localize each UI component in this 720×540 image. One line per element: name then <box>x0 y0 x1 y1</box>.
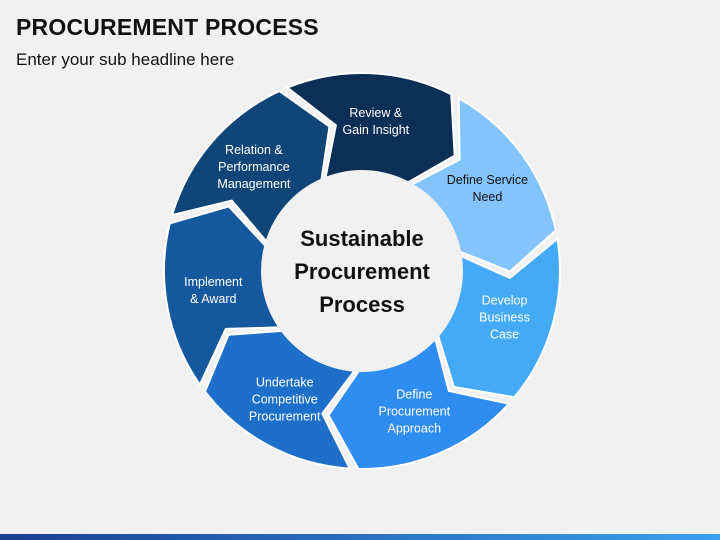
page-title: PROCUREMENT PROCESS <box>16 14 319 40</box>
page-subtitle: Enter your sub headline here <box>16 50 235 69</box>
bottom-accent-bar <box>0 534 720 540</box>
cycle-step-label-5: Implement& Award <box>184 275 243 306</box>
center-circle <box>261 170 463 372</box>
cycle-step-label-7: Review &Gain Insight <box>342 106 409 137</box>
